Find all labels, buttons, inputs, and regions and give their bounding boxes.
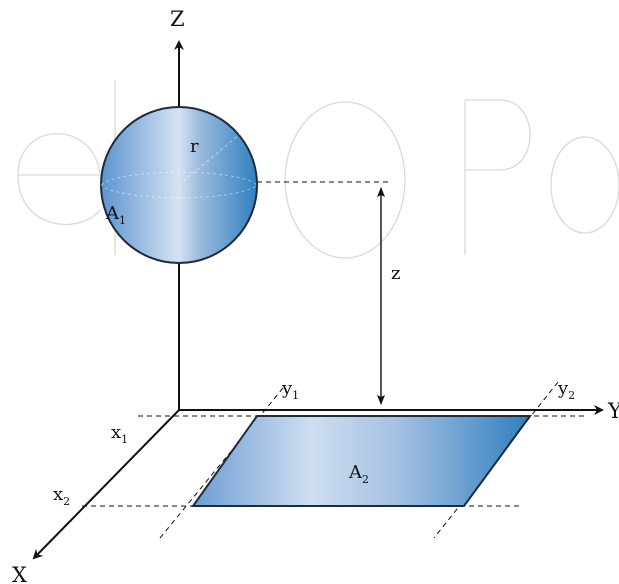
z-axis-label: Z	[170, 7, 185, 31]
plate	[191, 415, 532, 507]
sphere: r A1	[100, 106, 258, 264]
x2-label: x2	[53, 484, 70, 508]
x-axis-label: X	[12, 563, 27, 584]
x-axis	[32, 409, 180, 560]
plate-area-label: A2	[348, 462, 369, 486]
y2-label: y2	[557, 378, 575, 402]
distance-z-label: z	[391, 263, 400, 284]
y1-label: y1	[281, 378, 299, 402]
sphere-radius-line	[178, 133, 241, 186]
x1-label: x1	[111, 422, 128, 446]
y-axis-label: Y	[607, 399, 619, 423]
sphere-radius-label: r	[190, 136, 199, 157]
sphere-area-label: A1	[105, 203, 126, 227]
sphere-equator	[100, 171, 258, 199]
